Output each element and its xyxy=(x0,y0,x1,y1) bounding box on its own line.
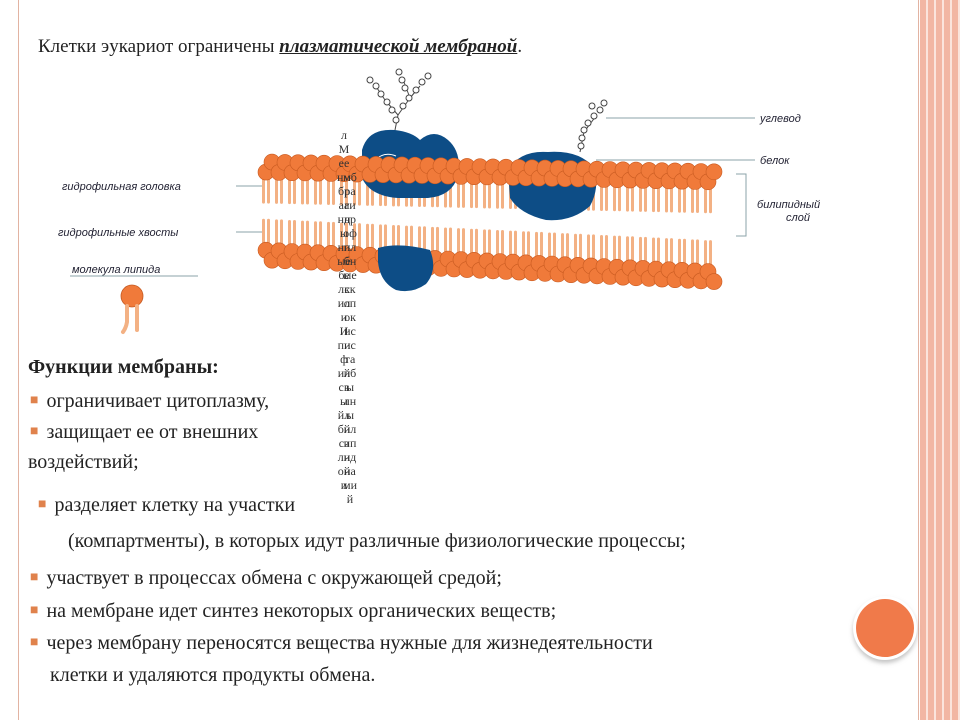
function-item-4: ■участвует в процессах обмена с окружающ… xyxy=(30,567,502,589)
overlay-text-column-b: мбрагидрофилбныескопокисистайбылныйлипид… xyxy=(343,170,358,506)
title-prefix: Клетки эукариот ограничены xyxy=(38,36,280,57)
slide-title: Клетки эукариот ограничены плазматическо… xyxy=(38,36,522,58)
function-item-5: ■на мембране идет синтез некоторых орган… xyxy=(30,600,557,622)
lipid-molecule-icon xyxy=(120,284,144,334)
function-item-6: ■через мембрану переносятся вещества нуж… xyxy=(30,632,653,654)
function-item-1: ■ограничивает цитоплазму, xyxy=(30,390,270,412)
function-item-6-cont: клетки и удаляются продукты обмена. xyxy=(50,664,376,686)
left-frame-line xyxy=(18,0,19,720)
right-frame-line xyxy=(918,0,919,720)
label-lipid-molecule: молекула липида xyxy=(72,264,160,276)
overlay-text-column-a: лМеенмбрааннынпыебелкилиИпифилсвыйлбисэл… xyxy=(337,128,352,492)
label-hydrophilic-tails: гидрофильные хвосты xyxy=(58,227,178,239)
label-carbohydrate: углевод xyxy=(759,113,801,125)
lipid-tails xyxy=(262,176,712,266)
function-item-3-cont: (компартменты), в которых идут различные… xyxy=(68,530,686,552)
functions-title: Функции мембраны: xyxy=(28,356,219,378)
square-bullet-icon: ■ xyxy=(30,635,39,650)
function-item-3: ■разделяет клетку на участки xyxy=(38,494,296,516)
decorative-orange-circle xyxy=(856,599,914,657)
function-item-2-cont: воздействий; xyxy=(28,451,139,473)
square-bullet-icon: ■ xyxy=(38,497,47,512)
title-suffix: . xyxy=(517,36,523,57)
label-protein: белок xyxy=(760,155,790,167)
label-lines xyxy=(70,117,755,277)
protein-left-lower xyxy=(378,245,434,292)
square-bullet-icon: ■ xyxy=(30,424,39,439)
square-bullet-icon: ■ xyxy=(30,393,39,408)
lipid-head xyxy=(705,273,723,290)
label-bilayer-line2: слой xyxy=(786,212,810,224)
label-hydrophilic-head: гидрофильная головка xyxy=(62,181,181,193)
decorative-stripes xyxy=(920,0,960,720)
title-emphasis: плазматической мембраной xyxy=(279,36,518,57)
square-bullet-icon: ■ xyxy=(30,570,39,585)
label-bilayer-line1: билипидный xyxy=(757,199,820,211)
carbohydrate-chains xyxy=(366,68,608,153)
upper-lipid-heads xyxy=(257,153,723,191)
function-item-2: ■защищает ее от внешних xyxy=(30,421,259,443)
square-bullet-icon: ■ xyxy=(30,603,39,618)
lipid-head xyxy=(705,163,723,181)
